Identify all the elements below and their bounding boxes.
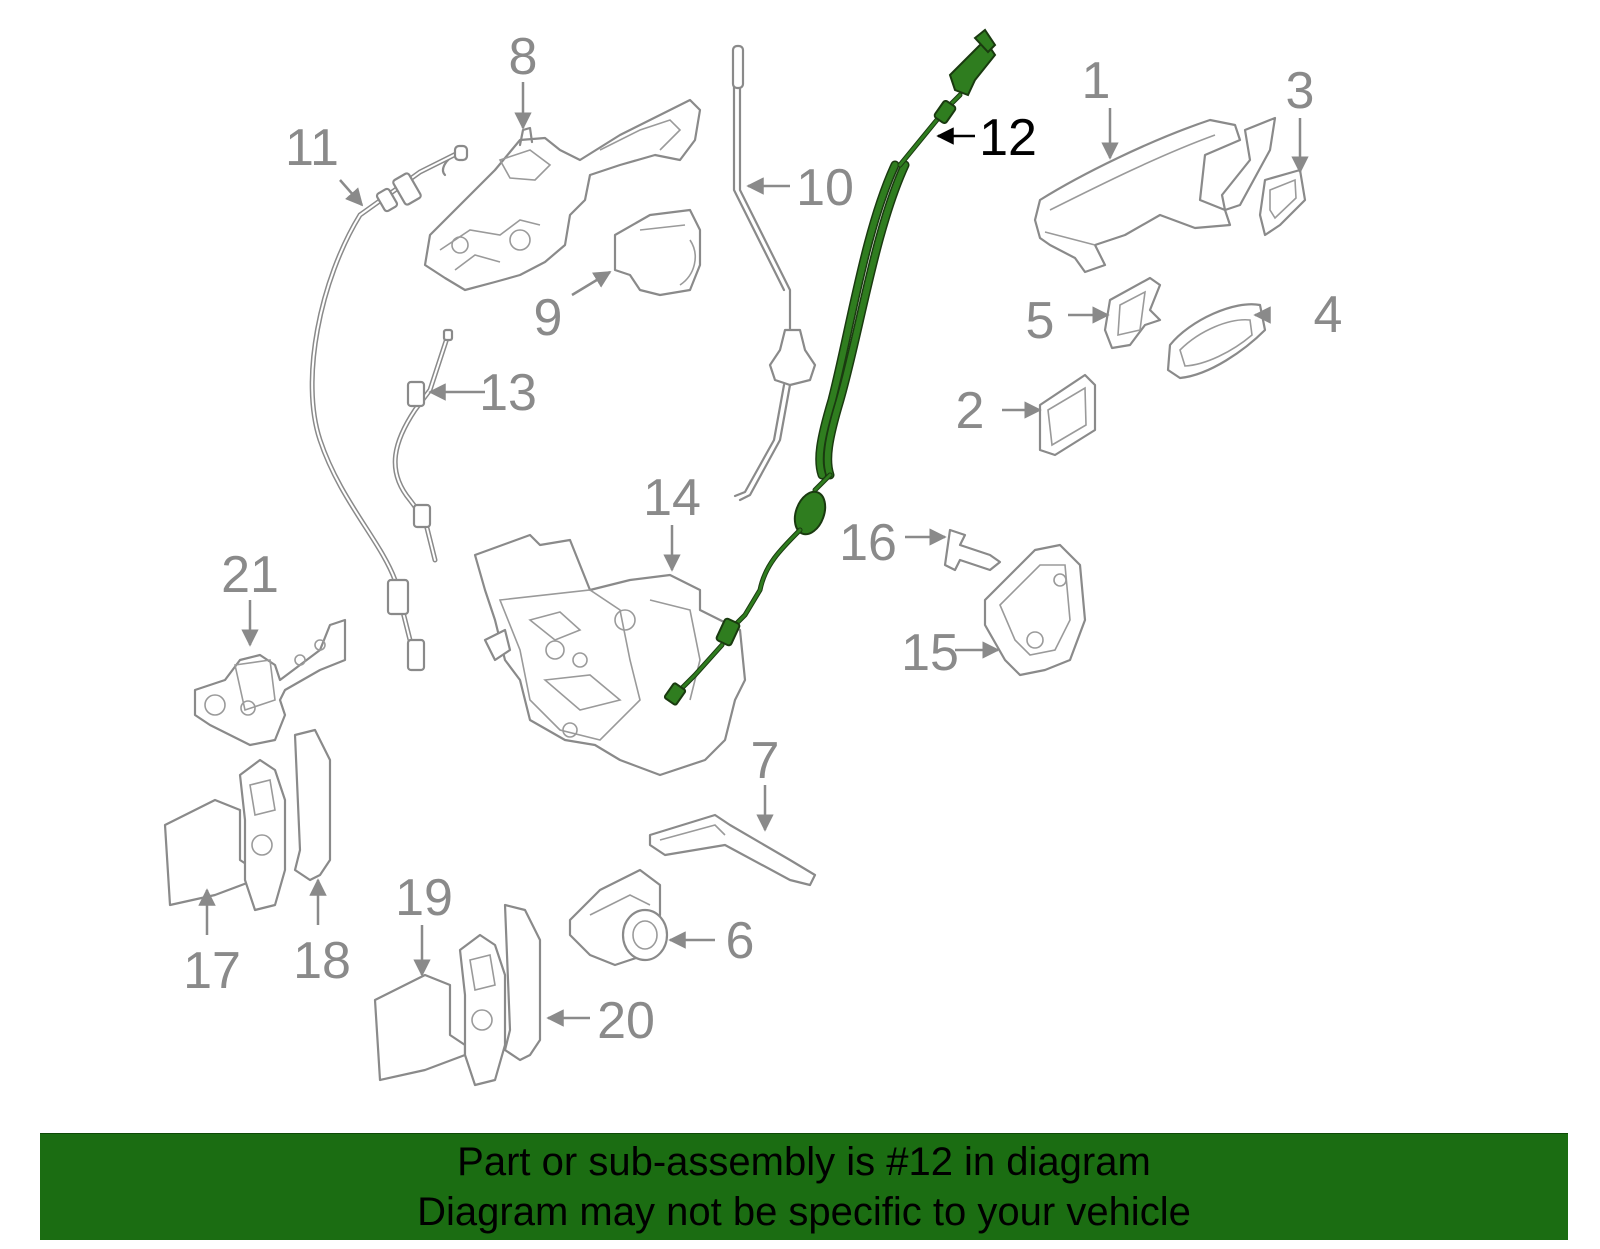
callout-7: 7 [751, 732, 780, 790]
caption-line-part-number: Part or sub-assembly is #12 in diagram [457, 1140, 1151, 1184]
part-6-lock-cylinder [568, 868, 669, 967]
part-10-rod [731, 44, 817, 502]
part-9-cover [613, 208, 702, 297]
callout-5: 5 [1026, 292, 1055, 350]
part-3-gasket [1258, 168, 1307, 237]
callout-14: 14 [643, 469, 701, 527]
part-19-hinge [373, 933, 507, 1087]
part-17-hinge [163, 758, 287, 912]
caption-line-disclaimer: Diagram may not be specific to your vehi… [417, 1190, 1191, 1234]
part-5-bracket [1103, 276, 1162, 350]
part-14-latch [473, 533, 747, 777]
callout-10: 10 [796, 159, 854, 217]
part-1-door-handle [1033, 116, 1277, 274]
callout-17: 17 [183, 942, 241, 1000]
part-4-handle-cover [1166, 303, 1267, 380]
part-20-shim [503, 903, 542, 1062]
part-8-lock-actuator [423, 98, 702, 292]
part-11-cable [309, 144, 469, 672]
callout-15: 15 [901, 624, 959, 682]
caption-banner: Part or sub-assembly is #12 in diagram D… [40, 1133, 1568, 1240]
callout-21: 21 [221, 546, 279, 604]
callout-18: 18 [293, 932, 351, 990]
part-2-bezel [1038, 373, 1097, 457]
callout-4: 4 [1314, 286, 1343, 344]
callout-9: 9 [534, 289, 563, 347]
callout-leaders [198, 82, 1309, 1027]
callout-13: 13 [479, 364, 537, 422]
part-21-door-check [193, 618, 347, 747]
part-7-seal [648, 813, 817, 887]
part-13-cable [392, 328, 454, 563]
part-15-striker [983, 543, 1087, 677]
callout-19: 19 [395, 869, 453, 927]
part-18-shim [293, 728, 332, 882]
callout-11: 11 [285, 119, 339, 177]
callout-8: 8 [509, 28, 538, 86]
callout-labels: 1 2 3 4 5 6 7 8 9 10 11 12 13 14 15 16 1… [183, 28, 1342, 1050]
callout-1: 1 [1082, 52, 1111, 110]
part-12-cable-highlighted [663, 28, 997, 706]
callout-20: 20 [597, 992, 655, 1050]
callout-12: 12 [979, 109, 1037, 167]
callout-3: 3 [1286, 62, 1315, 120]
callout-6: 6 [726, 912, 755, 970]
callout-16: 16 [839, 514, 897, 572]
callout-2: 2 [956, 382, 985, 440]
part-16-bolt [943, 528, 1002, 572]
